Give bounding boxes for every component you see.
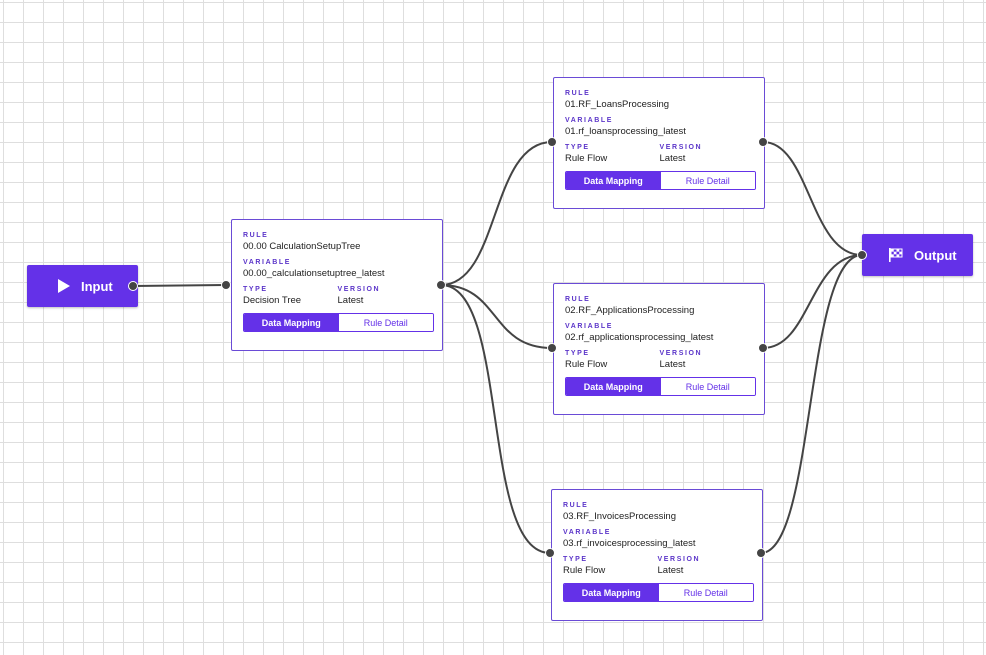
edge-calc-to-apps <box>440 284 553 349</box>
version-label: VERSION <box>659 350 703 357</box>
output-input-port[interactable] <box>857 250 867 260</box>
node-action-group: Data Mapping Rule Detail <box>563 583 754 602</box>
data-mapping-button[interactable]: Data Mapping <box>566 172 661 189</box>
data-mapping-button[interactable]: Data Mapping <box>566 378 661 395</box>
checkered-flag-icon <box>888 247 904 263</box>
data-mapping-button[interactable]: Data Mapping <box>564 584 659 601</box>
apps-input-port[interactable] <box>547 343 557 353</box>
variable-label: VARIABLE <box>243 259 292 266</box>
data-mapping-button[interactable]: Data Mapping <box>244 314 339 331</box>
version-value: Latest <box>657 565 684 576</box>
type-label: TYPE <box>565 350 590 357</box>
input-node[interactable]: Input <box>27 265 138 307</box>
version-label: VERSION <box>659 144 703 151</box>
version-value: Latest <box>337 295 364 306</box>
variable-name: 00.00_calculationsetuptree_latest <box>243 268 385 279</box>
type-value: Decision Tree <box>243 295 302 306</box>
edge-calc-to-loans <box>440 141 553 286</box>
type-value: Rule Flow <box>565 153 608 164</box>
rule-node-calculation[interactable]: RULE 00.00 CalculationSetupTree VARIABLE… <box>231 219 443 351</box>
type-value: Rule Flow <box>565 359 608 370</box>
node-action-group: Data Mapping Rule Detail <box>565 171 756 190</box>
rule-name: 03.RF_InvoicesProcessing <box>563 511 676 522</box>
node-action-group: Data Mapping Rule Detail <box>243 313 434 332</box>
variable-label: VARIABLE <box>565 117 614 124</box>
node-action-group: Data Mapping Rule Detail <box>565 377 756 396</box>
rule-name: 02.RF_ApplicationsProcessing <box>565 305 695 316</box>
edge-apps-to-output <box>762 254 863 349</box>
invoices-output-port[interactable] <box>756 548 766 558</box>
input-output-port[interactable] <box>128 281 138 291</box>
output-node[interactable]: Output <box>862 234 973 276</box>
rule-label: RULE <box>243 232 269 239</box>
output-node-label: Output <box>914 247 957 263</box>
edge-loans-to-output <box>762 141 863 256</box>
version-value: Latest <box>659 359 686 370</box>
rule-name: 00.00 CalculationSetupTree <box>243 241 361 252</box>
variable-name: 03.rf_invoicesprocessing_latest <box>563 538 696 549</box>
calc-input-port[interactable] <box>221 280 231 290</box>
rule-node-loans[interactable]: RULE 01.RF_LoansProcessing VARIABLE 01.r… <box>553 77 765 209</box>
edge-invoices-to-output <box>760 254 863 554</box>
type-label: TYPE <box>563 556 588 563</box>
variable-name: 01.rf_loansprocessing_latest <box>565 126 686 137</box>
rule-detail-button[interactable]: Rule Detail <box>658 584 753 601</box>
rule-label: RULE <box>565 90 591 97</box>
variable-name: 02.rf_applicationsprocessing_latest <box>565 332 714 343</box>
rule-detail-button[interactable]: Rule Detail <box>660 378 755 395</box>
apps-output-port[interactable] <box>758 343 768 353</box>
play-icon <box>57 278 71 294</box>
loans-output-port[interactable] <box>758 137 768 147</box>
rule-label: RULE <box>565 296 591 303</box>
invoices-input-port[interactable] <box>545 548 555 558</box>
calc-output-port[interactable] <box>436 280 446 290</box>
variable-label: VARIABLE <box>563 529 612 536</box>
loans-input-port[interactable] <box>547 137 557 147</box>
edge-calc-to-invoices <box>440 284 551 554</box>
version-label: VERSION <box>337 286 381 293</box>
type-label: TYPE <box>565 144 590 151</box>
type-label: TYPE <box>243 286 268 293</box>
rule-name: 01.RF_LoansProcessing <box>565 99 670 110</box>
edge-input-to-calc <box>132 284 227 287</box>
rule-detail-button[interactable]: Rule Detail <box>660 172 755 189</box>
rule-label: RULE <box>563 502 589 509</box>
version-label: VERSION <box>657 556 701 563</box>
version-value: Latest <box>659 153 686 164</box>
rule-node-applications[interactable]: RULE 02.RF_ApplicationsProcessing VARIAB… <box>553 283 765 415</box>
type-value: Rule Flow <box>563 565 606 576</box>
variable-label: VARIABLE <box>565 323 614 330</box>
rule-node-invoices[interactable]: RULE 03.RF_InvoicesProcessing VARIABLE 0… <box>551 489 763 621</box>
rule-detail-button[interactable]: Rule Detail <box>338 314 433 331</box>
input-node-label: Input <box>81 278 113 294</box>
